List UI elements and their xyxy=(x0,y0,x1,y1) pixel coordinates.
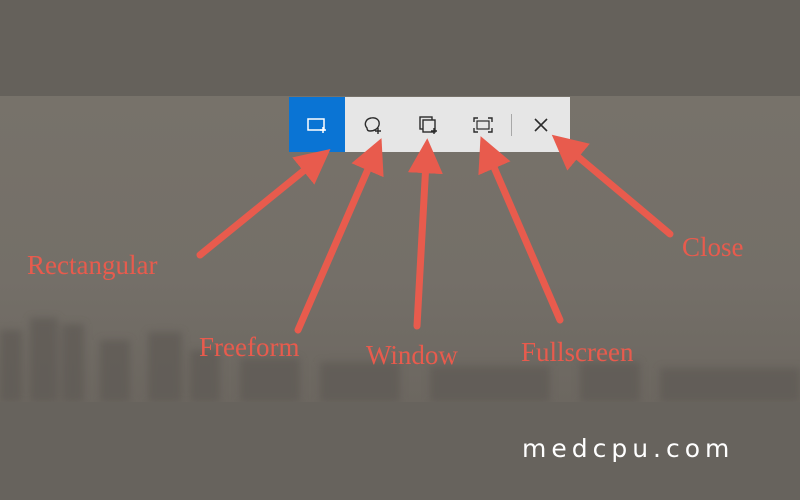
freeform-snip-button[interactable] xyxy=(345,97,401,152)
window-snip-icon xyxy=(419,115,437,134)
close-icon xyxy=(534,117,548,132)
background-bottom xyxy=(0,402,800,500)
close-button[interactable] xyxy=(512,97,570,152)
window-snip-button[interactable] xyxy=(401,97,456,152)
freeform-snip-icon xyxy=(364,116,381,134)
label-window: Window xyxy=(366,340,458,370)
arrow-rectangular xyxy=(196,148,331,259)
blurred-skyline xyxy=(0,318,800,402)
fullscreen-snip-button[interactable] xyxy=(455,97,511,152)
site-watermark: medcpu.com xyxy=(522,434,735,463)
label-freeform: Freeform xyxy=(199,332,300,362)
arrow-window xyxy=(407,138,443,330)
arrow-fullscreen xyxy=(478,136,564,324)
arrow-close xyxy=(551,134,674,238)
rectangular-snip-button[interactable] xyxy=(289,97,345,152)
fullscreen-snip-icon xyxy=(473,116,493,133)
label-rectangular: Rectangular xyxy=(27,250,158,280)
arrow-freeform xyxy=(294,138,384,334)
background-top xyxy=(0,0,800,96)
label-close: Close xyxy=(682,232,744,262)
rectangular-snip-icon xyxy=(307,117,326,133)
label-fullscreen: Fullscreen xyxy=(521,337,634,367)
toolbar-separator xyxy=(511,113,513,136)
